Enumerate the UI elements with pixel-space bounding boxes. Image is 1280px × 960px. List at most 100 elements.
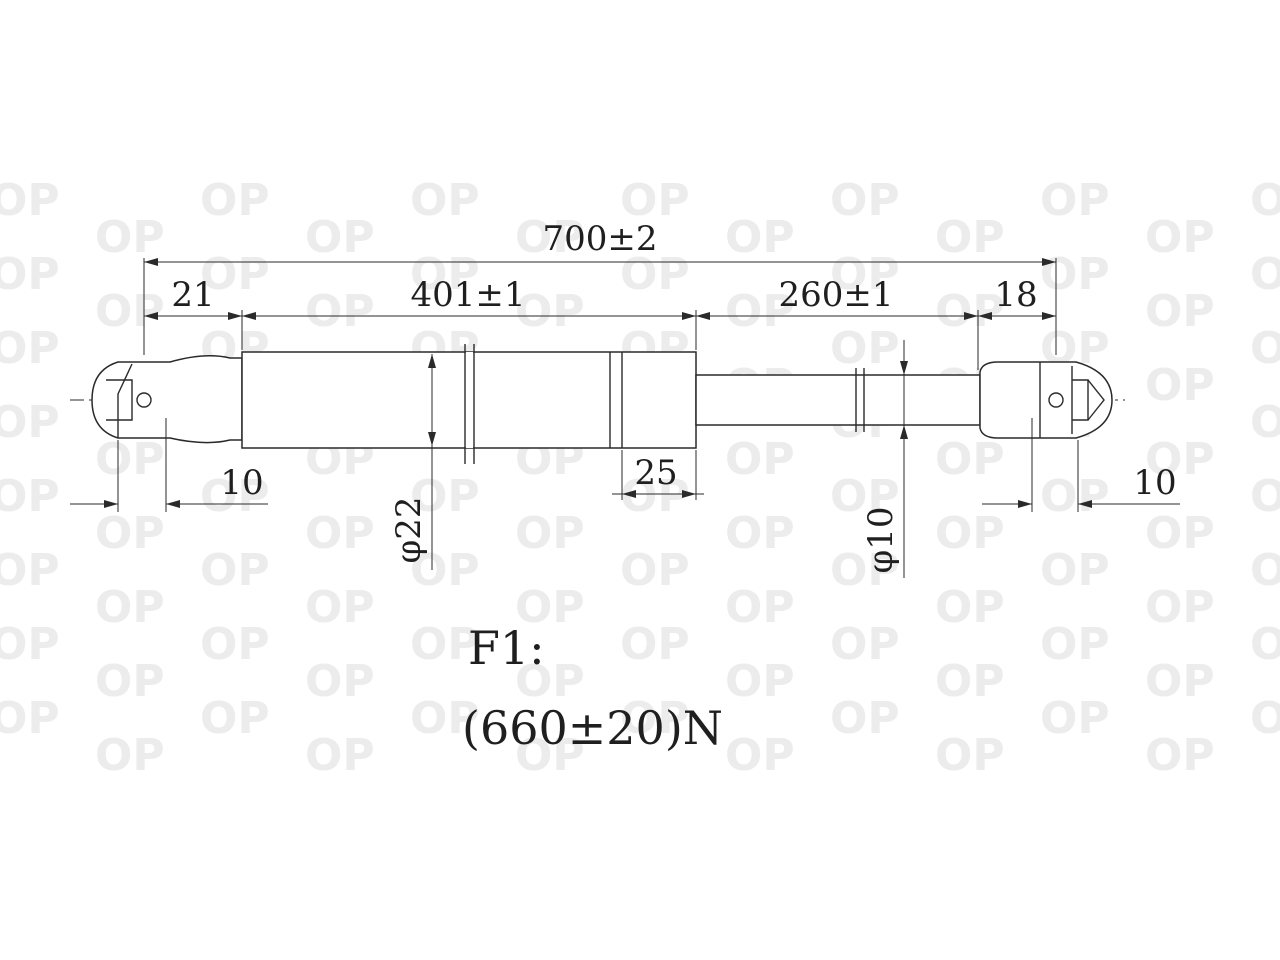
watermark-text: OP bbox=[725, 286, 795, 337]
watermark-text: OP bbox=[0, 397, 60, 448]
watermark-text: OP bbox=[935, 212, 1005, 263]
watermark-text: OP bbox=[0, 323, 60, 374]
watermark-text: OP bbox=[1250, 471, 1280, 522]
watermark-text: OP bbox=[620, 545, 690, 596]
watermark-text: OP bbox=[935, 286, 1005, 337]
watermark-text: OP bbox=[95, 730, 165, 781]
watermark-text: OP bbox=[410, 619, 480, 670]
watermark-text: OP bbox=[305, 286, 375, 337]
dim-right-eye-width: 10 bbox=[1133, 463, 1176, 503]
watermark-text: OP bbox=[935, 730, 1005, 781]
watermark-text: OP bbox=[95, 212, 165, 263]
watermark-text: OP bbox=[725, 730, 795, 781]
watermark-text: OP bbox=[1250, 693, 1280, 744]
dimension-lines bbox=[70, 258, 1180, 578]
watermark-text: OP bbox=[1145, 434, 1215, 485]
watermark-text: OP bbox=[515, 286, 585, 337]
watermark-text: OP bbox=[0, 545, 60, 596]
watermark-text: OP bbox=[200, 471, 270, 522]
watermark-text: OP bbox=[1250, 323, 1280, 374]
watermark-text: OP bbox=[95, 508, 165, 559]
watermark-text: OP bbox=[830, 545, 900, 596]
watermark-text: OP bbox=[1040, 249, 1110, 300]
watermark-text: OP bbox=[1040, 545, 1110, 596]
watermark-text: OP bbox=[1250, 397, 1280, 448]
watermark-text: OP bbox=[410, 545, 480, 596]
watermark-text: OP bbox=[1145, 582, 1215, 633]
left-mount-hole bbox=[136, 392, 152, 408]
watermark-text: OP bbox=[935, 508, 1005, 559]
watermark-text: OP bbox=[305, 656, 375, 707]
watermark-text: OP bbox=[935, 656, 1005, 707]
right-end-fitting bbox=[979, 361, 1113, 439]
dim-body-length: 401±1 bbox=[410, 275, 525, 315]
watermark-text: OP bbox=[725, 508, 795, 559]
watermark-text: OP bbox=[410, 471, 480, 522]
watermark-text: OP bbox=[515, 212, 585, 263]
watermark-text: OP bbox=[305, 730, 375, 781]
watermark-text: OP bbox=[1145, 286, 1215, 337]
dim-rod-diameter: φ10 bbox=[861, 506, 901, 573]
watermark-text: OP bbox=[95, 656, 165, 707]
watermark-text: OP bbox=[0, 249, 60, 300]
cylinder-body bbox=[241, 344, 697, 464]
watermark-text: OP bbox=[1145, 212, 1215, 263]
watermark-text: OP bbox=[620, 693, 690, 744]
watermark-text: OP bbox=[1250, 249, 1280, 300]
watermark-text: OP bbox=[200, 693, 270, 744]
extension-lines bbox=[117, 258, 1079, 512]
watermark-text: OP bbox=[1040, 619, 1110, 670]
dim-overall-length: 700±2 bbox=[542, 219, 657, 259]
watermark-text: OP bbox=[725, 582, 795, 633]
watermark-text: OP bbox=[305, 582, 375, 633]
watermark-text: OP bbox=[1250, 619, 1280, 670]
watermark-text: OP bbox=[620, 249, 690, 300]
watermark-text: OP bbox=[515, 582, 585, 633]
watermark-text: OP bbox=[410, 175, 480, 226]
watermark-text: OP bbox=[830, 619, 900, 670]
watermark-text: OP bbox=[0, 175, 60, 226]
force-label: F1: bbox=[468, 621, 545, 675]
watermark-text: OP bbox=[1145, 360, 1215, 411]
piston-rod bbox=[695, 368, 981, 432]
watermark-text: OP bbox=[830, 175, 900, 226]
watermark-text: OP bbox=[95, 582, 165, 633]
dim-left-eye-width: 10 bbox=[220, 463, 263, 503]
watermark-text: OP bbox=[725, 656, 795, 707]
watermark-text: OP bbox=[935, 582, 1005, 633]
right-mount-hole bbox=[1048, 392, 1064, 408]
watermark-text: OP bbox=[620, 175, 690, 226]
watermark-text: OP bbox=[1145, 656, 1215, 707]
watermark-text: OP bbox=[1145, 508, 1215, 559]
dim-tube-end-length: 25 bbox=[634, 453, 677, 493]
watermark-text: OP bbox=[1250, 545, 1280, 596]
watermark-text: OP bbox=[95, 286, 165, 337]
force-value: (660±20)N bbox=[462, 701, 723, 755]
watermark-text: OP bbox=[830, 249, 900, 300]
watermark-text: OP bbox=[305, 508, 375, 559]
watermark-text: OP bbox=[725, 212, 795, 263]
watermark-text: OP bbox=[0, 471, 60, 522]
watermark-text: OP bbox=[1040, 693, 1110, 744]
watermark-text: OP bbox=[1040, 471, 1110, 522]
watermark-text: OP bbox=[200, 175, 270, 226]
watermark-text: OP bbox=[95, 434, 165, 485]
watermark-text: OP bbox=[305, 212, 375, 263]
dim-rod-length: 260±1 bbox=[778, 275, 893, 315]
watermark-text: OP bbox=[410, 249, 480, 300]
watermark-text: OP bbox=[410, 693, 480, 744]
watermark-text: OP bbox=[515, 730, 585, 781]
watermark-text: OP bbox=[515, 656, 585, 707]
watermark-text: OP bbox=[1145, 730, 1215, 781]
watermark-text: OP bbox=[830, 693, 900, 744]
watermark-text: OP bbox=[0, 619, 60, 670]
watermark-text: OP bbox=[200, 619, 270, 670]
dim-left-end-length: 21 bbox=[171, 275, 214, 315]
watermark-text: OP bbox=[1040, 175, 1110, 226]
dim-right-end-length: 18 bbox=[994, 275, 1037, 315]
watermark-text: OP bbox=[935, 434, 1005, 485]
watermark-text: OP bbox=[830, 323, 900, 374]
watermark-text: OP bbox=[200, 545, 270, 596]
left-end-fitting bbox=[91, 355, 243, 444]
